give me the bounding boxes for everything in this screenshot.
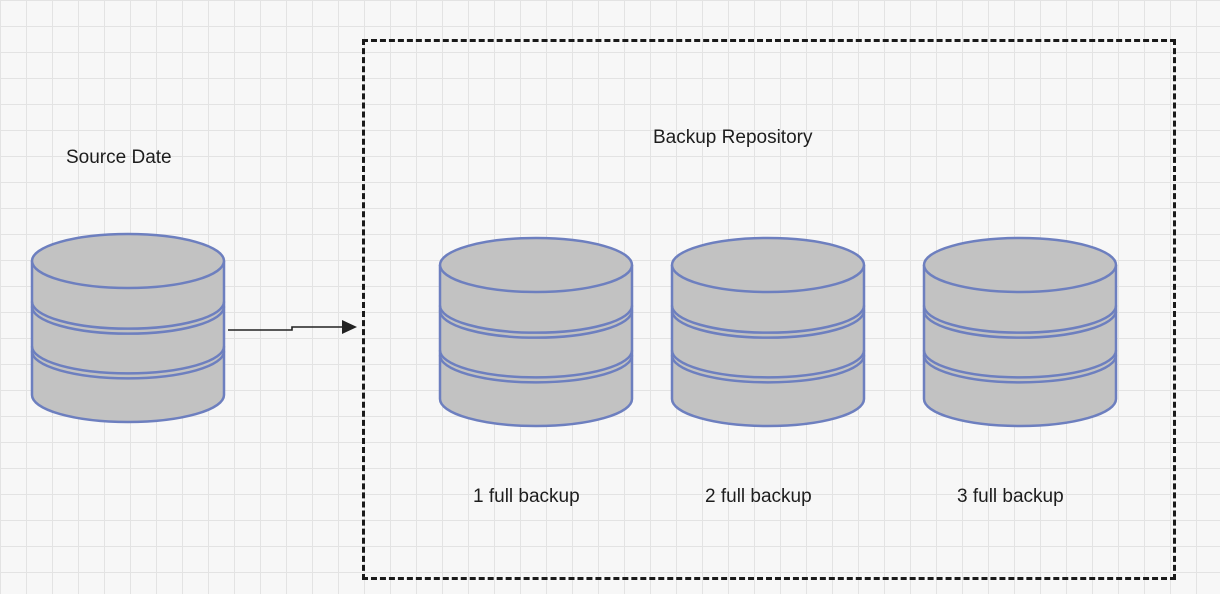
- source-database-icon: [30, 232, 226, 429]
- backup-1-label: 1 full backup: [473, 486, 580, 507]
- source-label: Source Date: [66, 147, 172, 168]
- backup-2-label: 2 full backup: [705, 486, 812, 507]
- backup-3-database-icon: [922, 236, 1118, 433]
- backup-3-label: 3 full backup: [957, 486, 1064, 507]
- repository-label: Backup Repository: [653, 127, 813, 148]
- backup-2-database-icon: [670, 236, 866, 433]
- backup-1-database-icon: [438, 236, 634, 433]
- backup-repository-container: [362, 39, 1176, 580]
